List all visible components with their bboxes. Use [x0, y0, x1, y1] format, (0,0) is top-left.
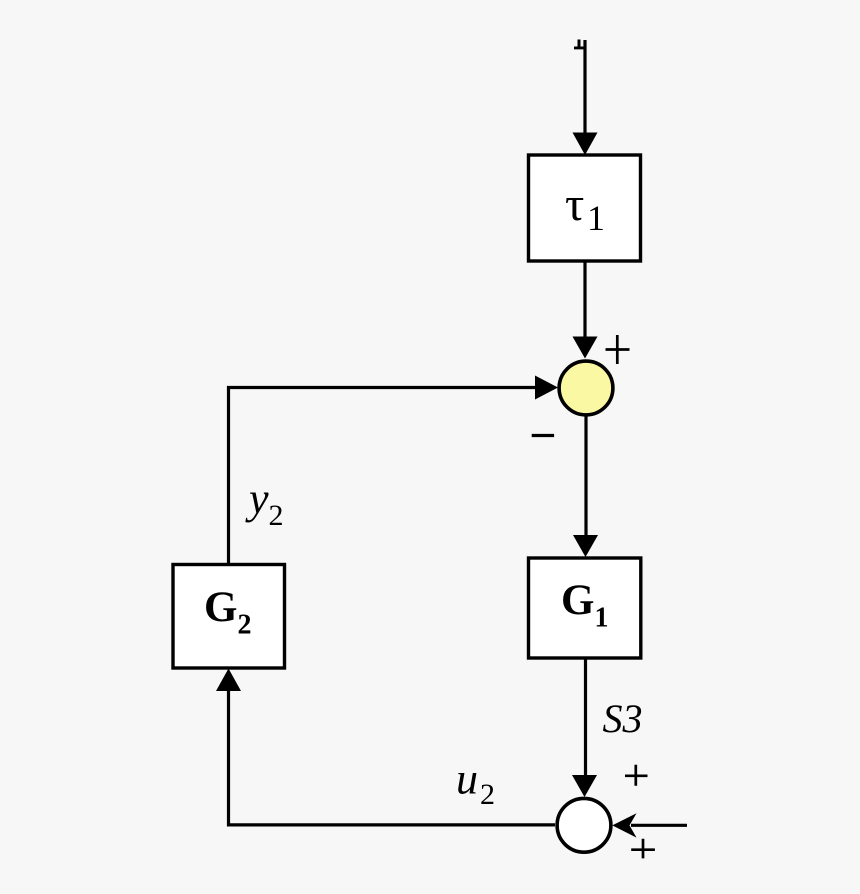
svg-text:G: G — [561, 577, 594, 624]
svg-text:τ: τ — [565, 178, 584, 231]
svg-text:2: 2 — [480, 778, 495, 811]
svg-text:y: y — [245, 474, 269, 523]
svg-text:S3: S3 — [603, 696, 643, 741]
svg-text:1: 1 — [587, 198, 605, 238]
svg-text:u: u — [456, 755, 478, 804]
svg-text:1: 1 — [595, 602, 609, 633]
svg-text:2: 2 — [238, 609, 252, 640]
svg-text:G: G — [204, 584, 237, 631]
svg-text:2: 2 — [269, 499, 284, 532]
